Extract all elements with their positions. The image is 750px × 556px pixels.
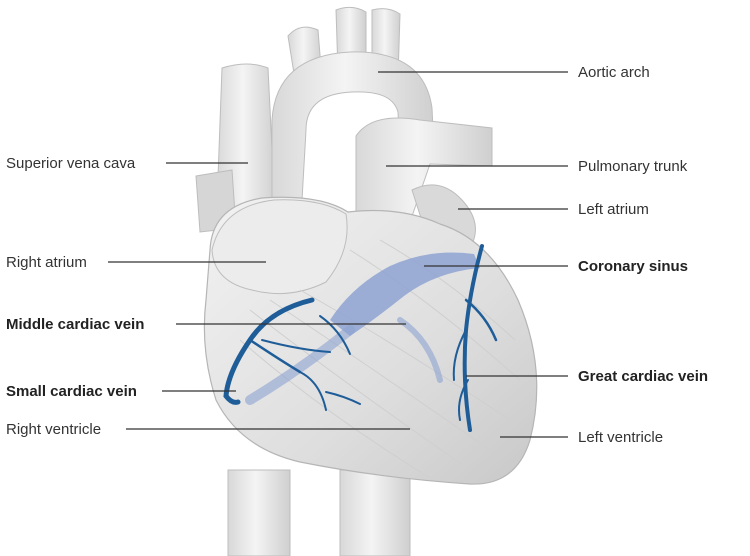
inferior-vessel bbox=[227, 469, 291, 556]
right-atrium-shape bbox=[211, 199, 348, 295]
label-great-cardiac-vein: Great cardiac vein bbox=[578, 368, 709, 385]
label-superior-vena-cava: Superior vena cava bbox=[6, 155, 136, 172]
small-cardiac-vein-shape bbox=[223, 297, 315, 405]
label-right-atrium: Right atrium bbox=[6, 254, 87, 271]
label-left-atrium: Left atrium bbox=[578, 201, 649, 218]
label-left-ventricle: Left ventricle bbox=[578, 429, 664, 446]
label-aortic-arch: Aortic arch bbox=[578, 64, 650, 81]
pulmonary-trunk-shape bbox=[355, 117, 493, 223]
coronary-sinus-shape bbox=[330, 252, 480, 336]
label-right-ventricle: Right ventricle bbox=[6, 421, 102, 438]
posterior-vein-ghost bbox=[245, 325, 355, 405]
label-coronary-sinus: Coronary sinus bbox=[578, 258, 689, 275]
leader-lines bbox=[108, 71, 568, 438]
label-small-cardiac-vein: Small cardiac vein bbox=[6, 383, 137, 400]
aortic-arch-shape bbox=[271, 51, 435, 201]
descending-aorta-lower bbox=[339, 469, 411, 556]
label-pulmonary-trunk: Pulmonary trunk bbox=[578, 158, 688, 175]
label-middle-cardiac-vein: Middle cardiac vein bbox=[6, 316, 145, 333]
